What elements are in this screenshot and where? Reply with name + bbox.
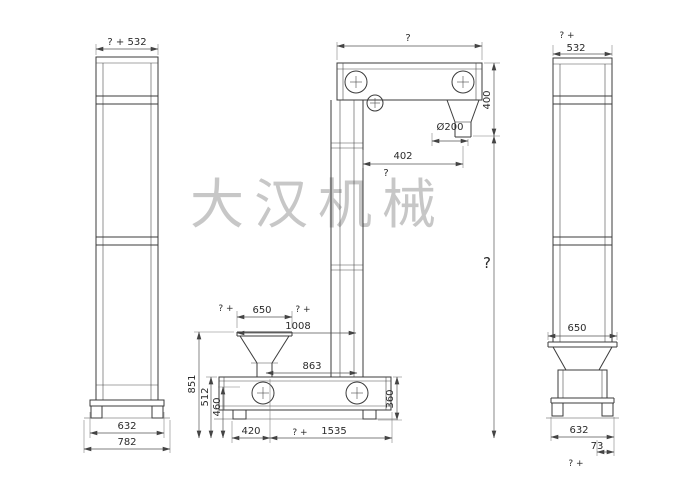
base-span-label: 1535: [321, 426, 346, 437]
right-dimensions: ? + 532 650 632 73 ? +: [547, 31, 618, 469]
watermark-text: 大汉机械: [190, 173, 446, 236]
left-column-outline: [95, 56, 159, 401]
left-dimensions: ? + 532 632 782: [83, 37, 171, 453]
right-flange-width-label: 650: [567, 323, 586, 334]
elevator-leg: [330, 100, 364, 377]
inlet-prefix-label: ? +: [218, 304, 233, 314]
right-bottom-note-label: ? +: [568, 459, 583, 469]
overall-height-label: ?: [483, 254, 491, 272]
right-base: [546, 341, 619, 419]
right-top-prefix-label: ? +: [559, 31, 574, 41]
center-dimensions: ? 400 ? Ø200 402 ?: [187, 33, 500, 443]
center-view: ? 400 ? Ø200 402 ?: [187, 33, 500, 443]
left-overall-width-label: 782: [117, 437, 136, 448]
left-top-dim-label: ? + 532: [107, 37, 146, 48]
head-offset-label: 402: [393, 151, 412, 162]
inlet-width-label: 650: [252, 305, 271, 316]
head-height-label: 400: [482, 90, 493, 109]
feed-hopper: [236, 331, 293, 377]
boot-section: [214, 376, 396, 420]
head-section: [336, 62, 483, 112]
base-prefix-label: ? +: [292, 428, 307, 438]
left-feet-span-label: 632: [117, 421, 136, 432]
head-width-label: ?: [405, 33, 410, 44]
inlet-suffix-label: ? +: [295, 305, 310, 315]
right-view: ? + 532 650 632 73 ? +: [546, 31, 619, 469]
boot-left-offset-label: 420: [241, 426, 260, 437]
discharge-spout: [446, 99, 480, 138]
head-offset-note-label: ?: [383, 168, 388, 179]
boot-height-inner-label: 460: [212, 397, 223, 416]
left-base: [84, 399, 170, 419]
inlet-span-label: 1008: [285, 321, 310, 332]
boot-right-height-label: 360: [385, 389, 396, 408]
right-column-outline: [552, 57, 613, 343]
boot-height-outer-label: 512: [200, 387, 211, 406]
boot-span-label: 863: [302, 361, 321, 372]
spout-diameter-label: Ø200: [437, 121, 464, 133]
right-foot-offset-label: 73: [591, 441, 604, 452]
right-top-width-label: 532: [566, 43, 585, 54]
right-base-width-label: 632: [569, 425, 588, 436]
left-view: ? + 532 632 782: [83, 37, 171, 453]
inlet-height-label: 851: [187, 374, 198, 393]
